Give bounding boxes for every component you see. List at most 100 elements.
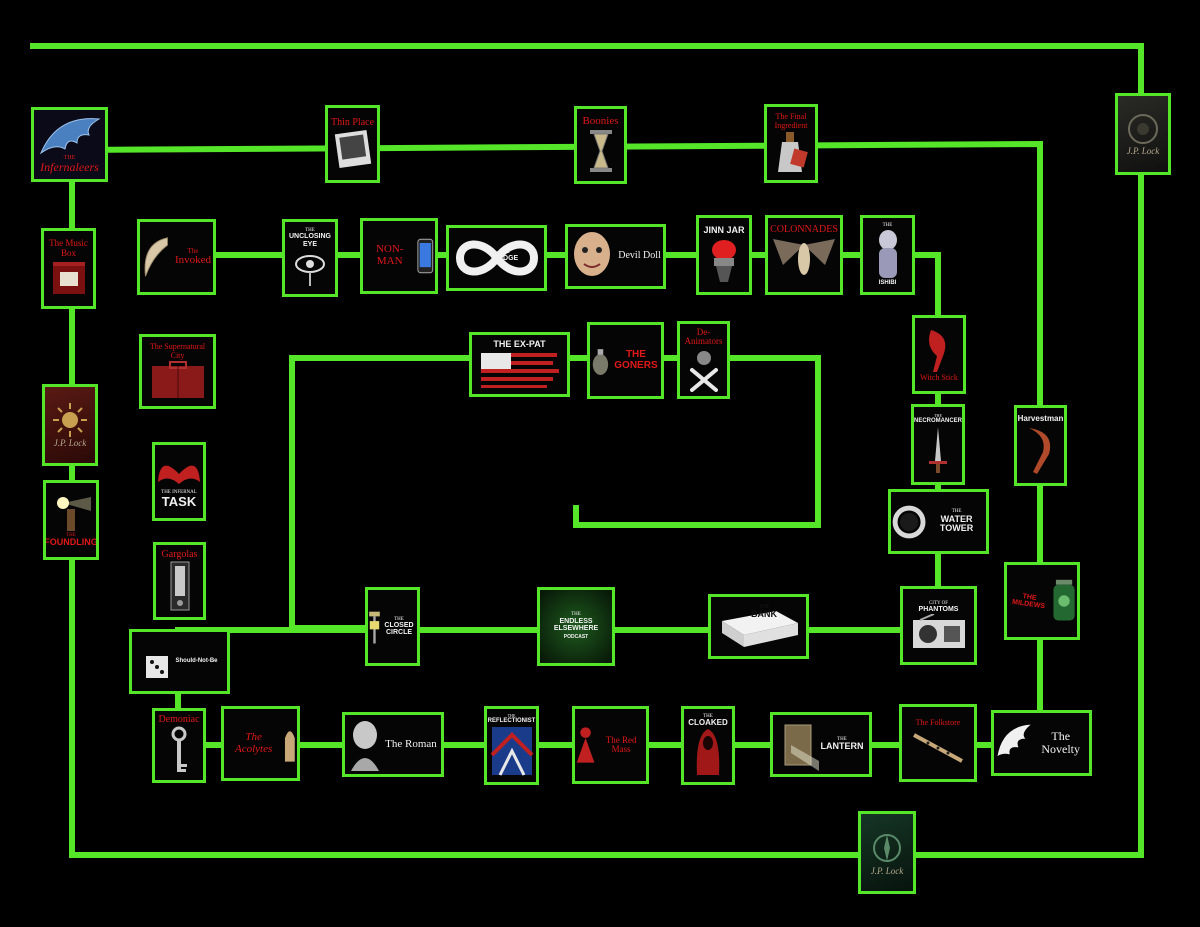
node-the-roman[interactable]: The Roman xyxy=(342,712,444,777)
node-invoked[interactable]: The Invoked xyxy=(137,219,216,295)
node-colonnades[interactable]: COLONNADES xyxy=(765,215,843,295)
node-non-man[interactable]: NON-MAN xyxy=(360,218,438,294)
node-should-not-be[interactable]: Should-Not-Be xyxy=(129,629,230,694)
node-city-of-phantoms[interactable]: CITY OF PHANTOMS xyxy=(900,586,977,665)
grenade-icon xyxy=(592,348,609,375)
signpost-icon xyxy=(369,611,380,644)
node-gargolas-title: Gargolas xyxy=(161,548,198,560)
roman-bust-icon xyxy=(351,720,380,771)
node-closed-circle-title: CLOSED CIRCLE xyxy=(384,621,414,637)
node-folkstore[interactable]: The Folkstore xyxy=(899,704,977,782)
node-the-lantern[interactable]: THE LANTERN xyxy=(770,712,872,777)
node-the-bank-title: BANK xyxy=(751,609,777,620)
node-boonies[interactable]: Boonies xyxy=(574,106,627,184)
node-acolytes[interactable]: The Acolytes xyxy=(221,706,300,781)
bat-wing-icon xyxy=(39,118,101,155)
node-thin-place[interactable]: Thin Place xyxy=(325,105,380,183)
specimen-jar-icon xyxy=(1053,579,1075,621)
node-endless-podcast-sub: PODCAST xyxy=(563,634,589,641)
node-the-bridge[interactable]: THE BRIDGE xyxy=(446,225,547,291)
node-the-cloaked-small: THE xyxy=(703,713,713,719)
compass-emblem-icon xyxy=(873,833,901,862)
node-the-reflections-title: REFLECTIONIST xyxy=(487,718,536,725)
node-book-left-1[interactable]: J.P. Lock xyxy=(42,384,98,466)
node-ex-pat[interactable]: THE EX-PAT xyxy=(469,332,570,397)
radio-icon xyxy=(912,613,965,648)
photo-icon xyxy=(334,130,371,169)
node-final-ingredient-title: The Final Ingredient xyxy=(774,112,808,130)
hooded-figure-icon xyxy=(696,729,720,776)
node-witch-stick[interactable]: Witch Stick xyxy=(912,315,966,394)
node-infernaleers-title: Infernaleers xyxy=(40,160,99,175)
node-invoked-small: The xyxy=(187,246,199,255)
key-icon xyxy=(171,726,187,772)
mummy-icon xyxy=(878,230,897,279)
node-jinn-jar[interactable]: JINN JAR xyxy=(696,215,752,295)
node-the-bridge-title: BRIDGE xyxy=(491,255,519,263)
node-the-bank[interactable]: THE BANK xyxy=(708,594,809,659)
node-book-left-1-author: J.P. Lock xyxy=(53,438,87,449)
node-demoniac[interactable]: Demoniac xyxy=(152,708,206,783)
node-the-novelty[interactable]: The Novelty xyxy=(991,710,1092,776)
node-red-mass-title: The Red Mass xyxy=(605,734,637,754)
node-the-reflections-small: THE xyxy=(507,713,516,719)
node-the-ishi[interactable]: THE ISHIBI xyxy=(860,215,915,295)
node-necromancer-title: NECROMANCER xyxy=(914,418,962,425)
node-foundling[interactable]: THE FOUNDLING xyxy=(43,480,99,560)
node-closed-circle-small: THE xyxy=(394,616,404,622)
node-the-reflections[interactable]: THE REFLECTIONIST xyxy=(484,706,539,785)
node-supernatural-city[interactable]: The Supernatural City xyxy=(139,334,216,409)
node-water-tower-small: THE xyxy=(951,509,962,515)
node-devil-doll[interactable]: Devil Doll xyxy=(565,224,666,289)
red-figure-icon xyxy=(576,727,595,763)
node-water-tower[interactable]: THE WATER TOWER xyxy=(888,489,989,554)
briefcase-icon xyxy=(151,360,204,398)
node-infernal-task[interactable]: THE INFERNAL TASK xyxy=(152,442,206,521)
node-book-bottom[interactable]: J.P. Lock xyxy=(858,811,916,894)
smartphone-icon xyxy=(417,238,434,274)
node-the-cloaked[interactable]: THE CLOAKED xyxy=(681,706,735,785)
node-foundling-title: FOUNDLING xyxy=(44,536,98,547)
node-harvestman[interactable]: Harvestman xyxy=(1014,405,1067,486)
node-the-lantern-small: THE xyxy=(837,737,847,743)
node-witch-stick-title: Witch Stick xyxy=(920,373,958,383)
node-unclosing-eye[interactable]: THE UNCLOSING EYE xyxy=(282,219,338,297)
flute-icon xyxy=(913,733,963,763)
node-the-ishi-title: ISHIBI xyxy=(878,280,897,287)
node-red-mass[interactable]: The Red Mass xyxy=(572,706,649,784)
device-icon xyxy=(170,561,189,611)
node-book-top-right[interactable]: J.P. Lock xyxy=(1115,93,1171,175)
inner-track xyxy=(289,355,821,631)
node-endless-podcast[interactable]: THE ENDLESS ELSEWHERE PODCAST xyxy=(537,587,615,666)
node-the-mildew[interactable]: THE MILDEWS xyxy=(1004,562,1080,640)
node-invoked-title: Invoked xyxy=(174,253,211,266)
node-necromancer[interactable]: THE NECROMANCER xyxy=(911,404,965,485)
crossbones-icon xyxy=(689,351,718,393)
dice-icon xyxy=(145,655,168,678)
dagger-icon xyxy=(929,426,947,473)
node-folkstore-title: The Folkstore xyxy=(915,717,961,727)
node-goners[interactable]: THE GONERS xyxy=(587,322,664,399)
node-music-box[interactable]: The Music Box xyxy=(41,228,96,309)
node-boonies-title: Boonies xyxy=(582,115,619,128)
node-closed-circle[interactable]: THE CLOSED CIRCLE xyxy=(365,587,420,666)
node-acolytes-title: The Acolytes xyxy=(235,730,273,755)
node-devil-doll-title: Devil Doll xyxy=(618,250,661,262)
white-wing-icon xyxy=(997,724,1031,757)
node-goners-title: THE GONERS xyxy=(614,349,658,371)
sickle-icon xyxy=(1028,427,1050,474)
node-unclosing-eye-title: UNCLOSING EYE xyxy=(289,233,331,248)
infinity-icon xyxy=(455,240,538,276)
box-icon xyxy=(721,610,798,647)
node-gargolas[interactable]: Gargolas xyxy=(153,542,206,620)
doll-face-icon xyxy=(574,231,611,276)
node-de-animators[interactable]: De-Animators xyxy=(677,321,730,399)
node-infernal-task-title: TASK xyxy=(161,494,197,510)
node-final-ingredient[interactable]: The Final Ingredient xyxy=(764,104,818,183)
node-infernaleers[interactable]: THE Infernaleers xyxy=(31,107,108,182)
lantern-icon xyxy=(784,724,819,771)
node-thin-place-title: Thin Place xyxy=(330,116,375,128)
node-the-mildew-title: THE MILDEWS xyxy=(1011,592,1046,611)
node-the-bridge-small: THE xyxy=(499,249,510,255)
music-box-icon xyxy=(52,261,85,294)
